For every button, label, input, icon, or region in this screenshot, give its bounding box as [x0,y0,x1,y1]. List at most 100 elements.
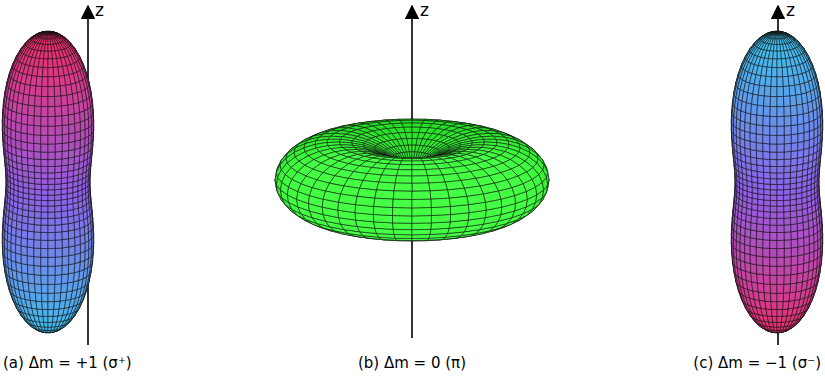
mesh-face [61,217,68,225]
mesh-face [55,266,62,276]
mesh-face [62,151,69,159]
mesh-face [48,309,54,316]
mesh-face [37,309,43,316]
mesh-face [28,158,35,166]
mesh-face [44,327,48,330]
mesh-face [48,195,55,201]
mesh-face [61,199,67,205]
mesh-face [11,111,16,122]
mesh-face [61,205,67,212]
mesh-face [53,67,59,77]
mesh-face [27,115,34,125]
mesh-face [21,133,27,143]
mesh-face [48,116,55,126]
mesh-face [48,232,55,240]
mesh-face [21,264,27,274]
mesh-face [55,200,62,206]
mesh-face [48,152,55,160]
mesh-face [62,125,69,135]
mesh-face [21,123,27,133]
mesh-face [61,105,68,116]
mesh-face [48,51,52,59]
mesh-face [55,189,61,195]
mesh-face [44,51,48,59]
mesh-face [55,275,62,285]
mesh-face [35,184,42,190]
mesh-face [42,87,48,97]
mesh-face [35,189,41,195]
mesh-face [35,86,42,96]
mesh-face [27,125,34,135]
mesh-face [62,231,69,240]
mesh-face [55,248,62,257]
mesh-face [48,166,55,173]
mesh-face [28,105,35,116]
mesh-face [54,76,60,86]
mesh-face [48,135,55,144]
mesh-face [35,195,41,201]
mesh-face [36,76,42,86]
mesh-face [80,111,85,122]
mesh-face [61,95,68,106]
mesh-face [55,166,62,173]
mesh-face [41,248,48,257]
mesh-face [55,143,62,152]
mesh-face [41,284,48,293]
mesh-face [69,141,75,150]
mesh-face [62,134,69,144]
mesh-face [54,293,61,302]
mesh-face [34,126,41,136]
mesh-face [69,255,75,265]
mesh-face [41,107,48,117]
mesh-face [48,212,55,218]
mesh-face [68,264,74,274]
mesh-face [75,122,81,133]
mesh-face [54,301,60,309]
mesh-face [55,116,62,126]
mesh-face [35,96,42,107]
mesh-face [42,77,48,87]
mesh-face [34,266,41,276]
mesh-face [35,284,42,293]
mesh-face [27,231,34,240]
mesh-face [48,77,54,87]
mesh-face [62,239,69,248]
mesh-face [55,240,62,249]
mesh-face [54,284,61,293]
mesh-face [41,166,48,173]
mesh-face [48,327,52,330]
mesh-face [69,238,75,247]
mesh-face [27,265,34,275]
mesh-face [48,159,55,166]
mesh-face [55,218,62,225]
mesh-face [55,206,62,212]
mesh-face [42,67,48,76]
sigma-plus-pattern [2,31,93,333]
mesh-face [41,97,48,107]
mesh-face [48,248,55,257]
mesh-face [34,135,41,144]
mesh-face [48,97,55,107]
mesh-face [60,85,67,96]
mesh-face [21,141,27,150]
mesh-face [27,151,34,159]
mesh-face [21,230,27,239]
mesh-face [35,200,42,206]
mesh-face [41,200,48,206]
mesh-face [28,274,35,284]
mesh-face [48,293,54,302]
mesh-face [74,113,80,124]
mesh-face [37,67,43,77]
mesh-face [21,238,27,247]
mesh-face [41,159,48,166]
mesh-face [48,190,55,195]
mesh-face [28,211,34,218]
mesh-face [48,107,55,117]
mesh-face [42,293,48,302]
mesh-face [61,171,67,178]
mesh-face [29,199,35,205]
mesh-face [48,275,55,284]
mesh-face [21,246,27,256]
mesh-face [68,114,74,125]
